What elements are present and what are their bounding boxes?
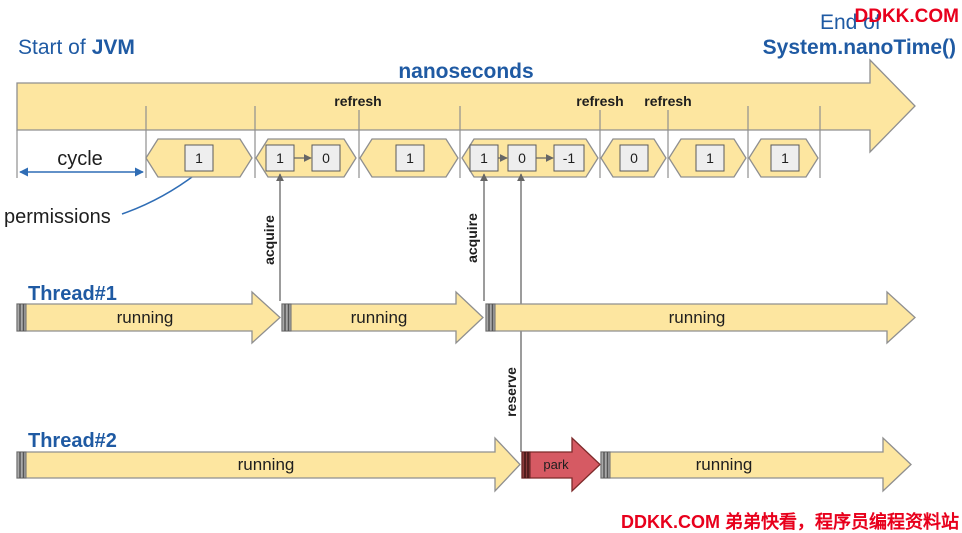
end-of-prefix: End of [820, 11, 881, 34]
permit-count: 1 [406, 150, 414, 166]
permissions-label: permissions [4, 206, 111, 228]
permit-count: 0 [518, 150, 526, 166]
refresh-labels: refresh refresh refresh [334, 93, 691, 109]
permit-count: 1 [781, 150, 789, 166]
system-nanotime-label: System.nanoTime() [763, 36, 956, 59]
thread-2-name: Thread#2 [28, 430, 117, 452]
refresh-label: refresh [644, 93, 691, 109]
segment-start-marker [485, 303, 496, 332]
permit-box [553, 144, 585, 172]
permit-count: 1 [706, 150, 714, 166]
reserve-label: reserve [503, 367, 519, 417]
permit-box [311, 144, 341, 172]
thread-2-timeline: running park running [16, 436, 912, 493]
watermark-bottom: DDKK.COM 弟弟快看，程序员编程资料站 [621, 511, 959, 532]
cycle-boundary-ticks [16, 106, 821, 178]
segment-start-marker-bars [19, 452, 25, 478]
nanoseconds-label: nanoseconds [398, 60, 533, 83]
cycle-label: cycle [57, 148, 103, 170]
start-of-jvm-label: Start of JVM [18, 36, 135, 59]
permit-box [184, 144, 214, 172]
segment-start-marker [16, 451, 27, 479]
thread-1-timeline: running running running [16, 290, 916, 345]
permissions-text: permissions [4, 206, 111, 228]
segment-label: running [351, 308, 408, 327]
permit-boxes: 1 1 0 1 1 0 -1 0 1 1 [184, 144, 800, 172]
segment-start-marker-bars [603, 452, 609, 478]
acquire-label: acquire [464, 213, 480, 263]
acquire-label: acquire [261, 215, 277, 265]
segment-start-marker [600, 451, 611, 479]
segment-start-marker-bars [488, 304, 494, 331]
cycle-text: cycle [57, 148, 103, 170]
permit-box [619, 144, 649, 172]
permit-count: 0 [322, 150, 330, 166]
permit-count: -1 [563, 150, 576, 166]
segment-label: running [117, 308, 174, 327]
segment-start-marker-bars [524, 452, 529, 478]
permit-count: 1 [276, 150, 284, 166]
segment-label: running [669, 308, 726, 327]
thread-2-label: Thread#2 [28, 430, 117, 452]
permit-box [265, 144, 295, 172]
nanoseconds-text: nanoseconds [398, 60, 533, 83]
thread-segment-running [281, 290, 484, 345]
thread-1-label: Thread#1 [28, 283, 117, 305]
segment-start-marker-bars [284, 304, 290, 331]
watermark-top-text: DDKK.COM [855, 6, 960, 27]
system-nanotime-text: System.nanoTime() [763, 36, 956, 59]
permit-count: 1 [195, 150, 203, 166]
permit-box [770, 144, 800, 172]
watermark-top: DDKK.COM [855, 6, 960, 27]
refresh-label: refresh [576, 93, 623, 109]
refresh-label: refresh [334, 93, 381, 109]
segment-label: park [543, 457, 569, 472]
end-of-label: End of [820, 11, 881, 34]
permit-count: 0 [630, 150, 638, 166]
thread-1-name: Thread#1 [28, 283, 117, 305]
permit-box [395, 144, 425, 172]
thread-segment-running [485, 290, 916, 345]
segment-label: running [238, 455, 295, 474]
thread-segment-running [16, 436, 521, 493]
permit-box [507, 144, 537, 172]
jvm-label: JVM [92, 36, 135, 59]
segment-start-marker [281, 303, 292, 332]
thread-segment-running [16, 290, 281, 345]
permissions-pointer [121, 173, 197, 215]
permit-count: 1 [480, 150, 488, 166]
timeline-arrow [16, 58, 916, 154]
segment-label: running [696, 455, 753, 474]
start-of-prefix: Start of [18, 36, 86, 59]
segment-start-marker [521, 451, 531, 479]
watermark-bottom-text: DDKK.COM 弟弟快看，程序员编程资料站 [621, 511, 959, 532]
segment-start-marker-bars [19, 304, 25, 331]
permit-box [695, 144, 725, 172]
segment-start-marker [16, 303, 27, 332]
thread-segment-running [600, 436, 912, 493]
